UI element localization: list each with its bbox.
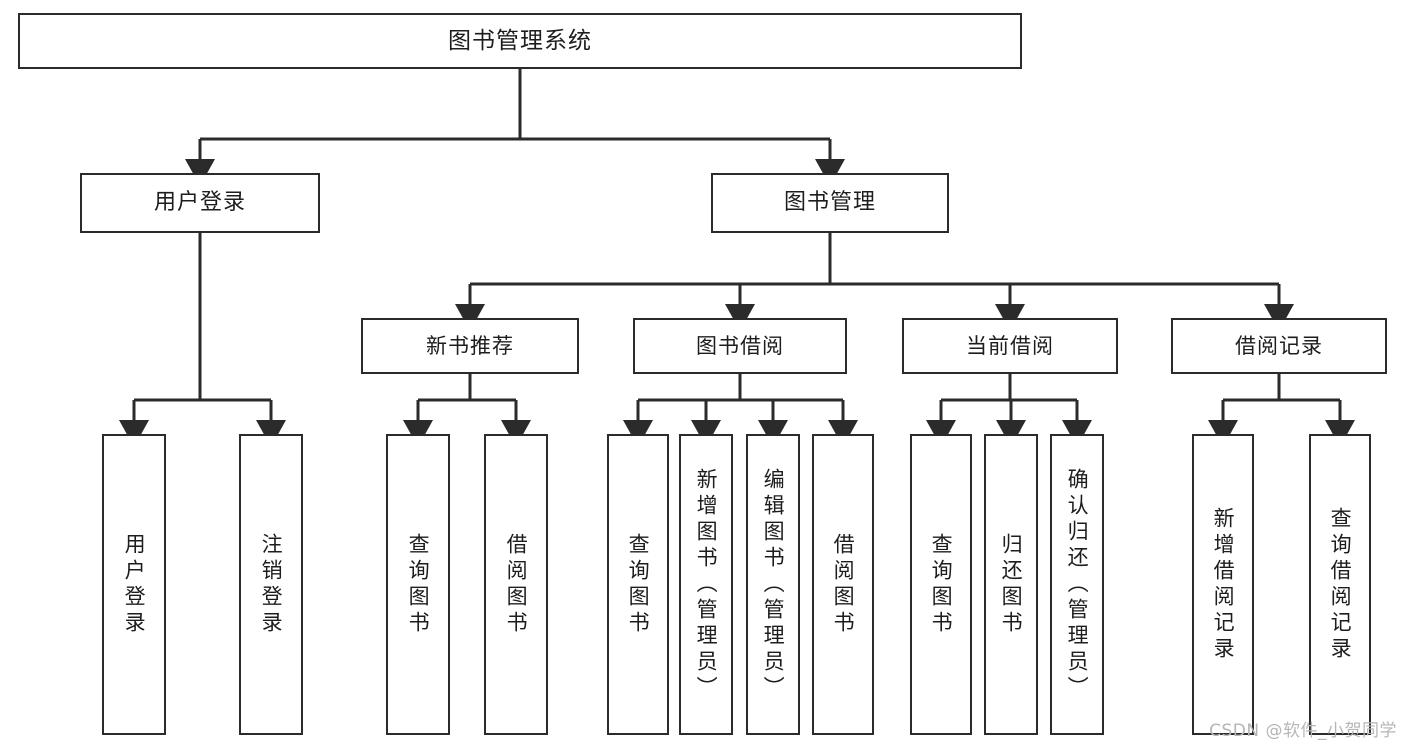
node-label: 注销登录 — [259, 532, 284, 637]
node-label: 编辑图书（管理员） — [761, 467, 786, 702]
node-label: 查询图书 — [626, 532, 651, 637]
node-label: 新增图书（管理员） — [694, 467, 719, 702]
node-l1-user[interactable]: 用户登录 — [80, 173, 320, 233]
node-label: 图书管理系统 — [448, 27, 592, 54]
node-label: 查询图书 — [406, 532, 431, 637]
node-l2-newbook[interactable]: 新书推荐 — [361, 318, 579, 374]
node-label: 当前借阅 — [966, 333, 1054, 358]
node-label: 借阅记录 — [1235, 333, 1323, 358]
node-l3-c1[interactable]: 查询图书 — [607, 434, 669, 735]
node-root[interactable]: 图书管理系统 — [18, 13, 1022, 69]
node-label: 用户登录 — [122, 532, 147, 637]
node-l3-b1[interactable]: 查询图书 — [386, 434, 450, 735]
node-l3-b2[interactable]: 借阅图书 — [484, 434, 548, 735]
node-label: 新增借阅记录 — [1211, 506, 1236, 663]
node-label: 归还图书 — [999, 532, 1024, 637]
node-l3-a2[interactable]: 注销登录 — [239, 434, 303, 735]
node-label: 查询借阅记录 — [1328, 506, 1353, 663]
node-label: 借阅图书 — [504, 532, 529, 637]
node-label: 确认归还（管理员） — [1065, 467, 1090, 702]
node-l3-e2[interactable]: 查询借阅记录 — [1309, 434, 1371, 735]
node-l3-c3[interactable]: 编辑图书（管理员） — [746, 434, 800, 735]
node-label: 新书推荐 — [426, 333, 514, 358]
node-l2-record[interactable]: 借阅记录 — [1171, 318, 1387, 374]
node-label: 图书管理 — [783, 190, 876, 216]
node-l3-d1[interactable]: 查询图书 — [910, 434, 972, 735]
node-label: 用户登录 — [153, 190, 246, 216]
node-label: 借阅图书 — [831, 532, 856, 637]
node-l3-c2[interactable]: 新增图书（管理员） — [679, 434, 733, 735]
node-label: 图书借阅 — [696, 333, 784, 358]
node-l3-c4[interactable]: 借阅图书 — [812, 434, 874, 735]
node-l1-book[interactable]: 图书管理 — [711, 173, 949, 233]
node-l3-a1[interactable]: 用户登录 — [102, 434, 166, 735]
node-l2-current[interactable]: 当前借阅 — [902, 318, 1118, 374]
node-l2-borrow[interactable]: 图书借阅 — [633, 318, 847, 374]
node-l3-e1[interactable]: 新增借阅记录 — [1192, 434, 1254, 735]
csdn-watermark: CSDN @软件_小贺同学 — [1209, 721, 1397, 741]
node-label: 查询图书 — [929, 532, 954, 637]
node-l3-d2[interactable]: 归还图书 — [984, 434, 1038, 735]
node-l3-d3[interactable]: 确认归还（管理员） — [1050, 434, 1104, 735]
